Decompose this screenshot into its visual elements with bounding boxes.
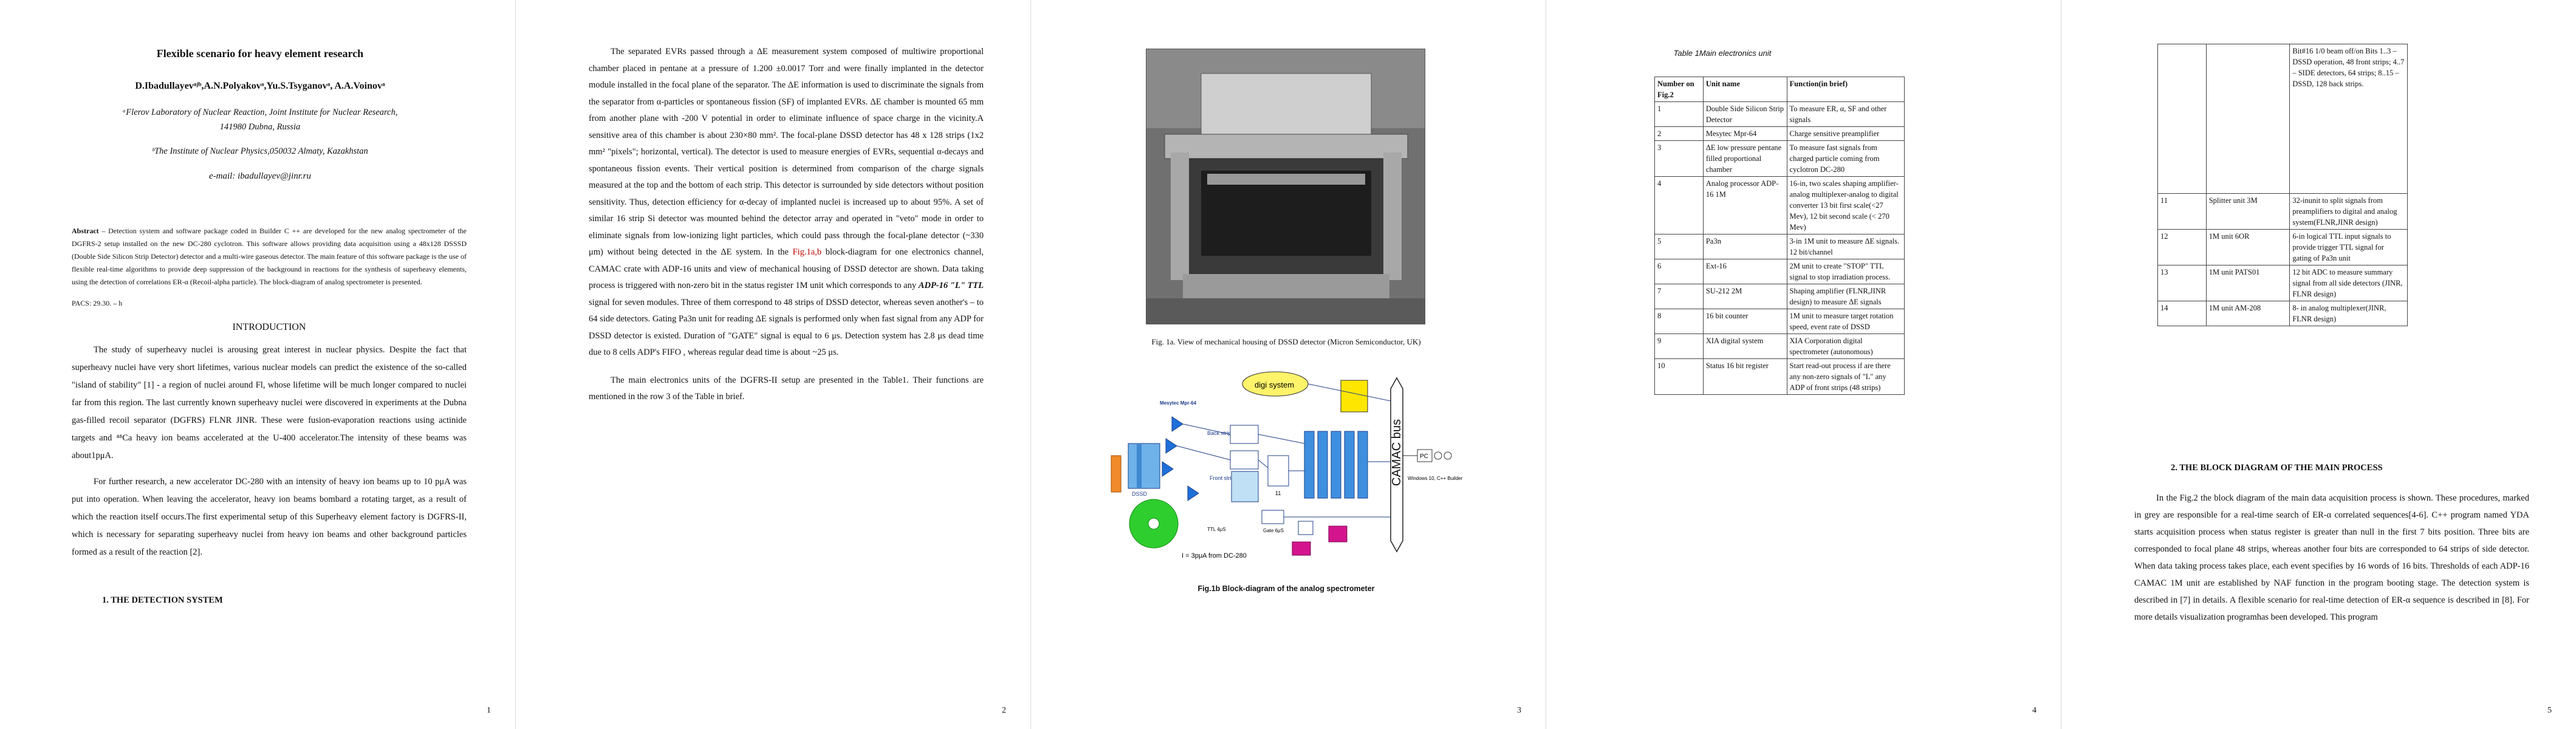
page-separator <box>1030 0 1031 729</box>
pacs: PACS: 29.30. – h <box>72 299 123 307</box>
body-paragraph-3: In the Fig.2 the block diagram of the ma… <box>2134 493 2529 622</box>
dssd-housing-photo <box>1146 49 1425 324</box>
paper-title: Flexible scenario for heavy element rese… <box>156 47 364 60</box>
dssd-label: DSSD <box>1132 491 1148 497</box>
intro-paragraph-2: For further research, a new accelerator … <box>72 477 467 557</box>
electronics-table-continued: Bit#16 1/0 beam off/on Bits 1..3 – DSSD … <box>2157 44 2408 326</box>
intro-heading: INTRODUCTION <box>232 322 306 332</box>
page-1: Flexible scenario for heavy element rese… <box>0 0 515 729</box>
table-header-row: Number on Fig.2 Unit name Function(in br… <box>1654 77 1905 102</box>
table-header-cell: Number on Fig.2 <box>1654 77 1704 102</box>
table-caption: Table 1Main electronics unit <box>1673 49 1772 58</box>
figure-1b-caption: Fig.1b Block-diagram of the analog spect… <box>1197 584 1375 593</box>
camac-bus-label: CAMAC bus <box>1390 419 1403 486</box>
page-number: 3 <box>1517 706 1521 715</box>
page-number: 2 <box>1002 706 1006 715</box>
body-paragraph-2: The main electronics units of the DGFRS-… <box>589 375 984 402</box>
table-row: Bit#16 1/0 beam off/on Bits 1..3 – DSSD … <box>2157 44 2408 194</box>
page-4: Table 1Main electronics unit Number on F… <box>1546 0 2061 729</box>
table-header-cell: Unit name <box>1702 77 1787 102</box>
page-number: 4 <box>2032 706 2036 715</box>
module-11-label: 11 <box>1275 490 1281 496</box>
body-paragraph-1: The separated EVRs passed through a ΔE m… <box>589 47 984 357</box>
gate-label: Gate 6μS <box>1263 528 1284 533</box>
page-number: 1 <box>487 706 491 715</box>
back-strips-label: Back strips <box>1207 430 1235 436</box>
page-number: 5 <box>2547 706 2552 715</box>
page-3: Fig. 1a. View of mechanical housing of D… <box>1031 0 1546 729</box>
page-5: Bit#16 1/0 beam off/on Bits 1..3 – DSSD … <box>2061 0 2576 729</box>
page-2: The separated EVRs passed through a ΔE m… <box>516 0 1030 729</box>
block-diagram-drawing: CAMAC bus digi system Mesytec Mpr-64 Bac… <box>1111 371 1463 560</box>
affiliation-b: ᵇThe Institute of Nuclear Physics,050032… <box>152 146 368 156</box>
block-diagram: CAMAC bus digi system Mesytec Mpr-64 Bac… <box>1110 364 1475 565</box>
section-heading-1: 1. THE DETECTION SYSTEM <box>102 595 223 605</box>
windows-label: Windows 10, C++ Builder <box>1408 476 1463 481</box>
front-strips-label: Front strips <box>1210 475 1238 481</box>
ttl-label: TTL 4μS <box>1207 527 1226 532</box>
pc-label: PC <box>1420 453 1428 460</box>
beam-label: I = 3pμA from DC-280 <box>1182 552 1247 560</box>
figure-1a-caption: Fig. 1a. View of mechanical housing of D… <box>1151 337 1421 346</box>
figure-reference-link[interactable]: Fig.1a,b <box>792 247 822 257</box>
author-list: D.Ibadullayevᵃʲᵇ,A.N.Polyakovᵃ,Yu.S.Tsyg… <box>135 81 385 91</box>
electronics-table: Number on Fig.2 Unit name Function(in br… <box>1654 77 1905 395</box>
mesytec-label: Mesytec Mpr-64 <box>1160 400 1197 406</box>
digi-system-label: digi system <box>1255 380 1294 389</box>
intro-paragraph-1: The study of superheavy nuclei is arousi… <box>72 345 467 460</box>
section-heading-2: 2. THE BLOCK DIAGRAM OF THE MAIN PROCESS <box>2171 463 2383 473</box>
page-separator <box>515 0 516 729</box>
table-header-cell: Function(in brief) <box>1786 77 1905 102</box>
email[interactable]: e-mail: ibadullayev@jinr.ru <box>209 171 311 181</box>
housing-drawing <box>1146 49 1425 324</box>
affiliation-a: ᵃFlerov Laboratory of Nuclear Reaction, … <box>122 108 398 132</box>
abstract: Abstract – Detection system and software… <box>72 227 467 286</box>
